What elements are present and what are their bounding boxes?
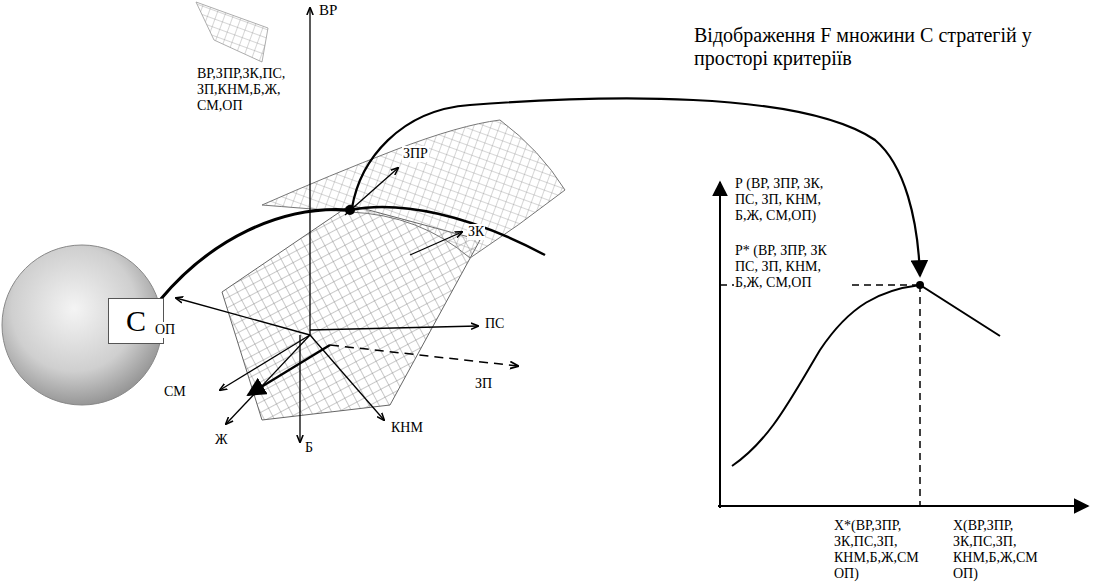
axis: [248, 345, 330, 395]
node-text: С: [126, 306, 146, 336]
optimum-value-label: Р* (ВР, ЗПР, ЗК ПС, ЗП, КНМ, Б,Ж, СМ,ОП: [734, 243, 848, 291]
y-axis: [719, 182, 721, 508]
optimum-argument-label: X*(ВР,ЗПР, ЗК,ПС,ЗП, КНМ,Б,Ж,СМ ОП): [833, 518, 931, 582]
criteria-list: ВР,ЗПР,ЗК,ПС, ЗП,КНМ,Б,Ж, СМ,ОП: [196, 66, 306, 114]
axis: [309, 8, 310, 335]
axis-label: СМ: [163, 384, 187, 400]
strategy-set-circle: [2, 245, 162, 405]
surface-curve: [350, 207, 545, 255]
axis: [310, 335, 384, 420]
y-axis-label: Р (ВР, ЗПР, ЗК, ПС, ЗП, КНМ, Б,Ж, СМ,ОП): [734, 176, 848, 224]
x-axis-label: X(ВР,ЗПР, ЗК,ПС,ЗП, КНМ,Б,Ж,СМ ОП): [952, 518, 1046, 582]
axis: [310, 326, 478, 330]
axis: [330, 345, 518, 366]
axis-label: ВР: [318, 2, 338, 19]
axis-label: Ж: [214, 432, 229, 448]
axis: [410, 232, 462, 255]
optimum-point: [916, 281, 924, 289]
title-note: Відображення F множини С стратегій у про…: [694, 24, 1104, 70]
mesh-surface: [262, 120, 565, 258]
mesh-surface: [196, 2, 268, 62]
guide-line: [919, 285, 921, 506]
mapping-curve: [160, 210, 350, 300]
axis-label: ПС: [484, 316, 505, 332]
x-axis: [718, 505, 1088, 507]
axis: [176, 298, 310, 335]
axis: [299, 335, 300, 442]
axis-label: ЗПР: [402, 146, 429, 162]
axis: [226, 335, 310, 424]
axis: [220, 335, 310, 390]
criterion-curve: [732, 285, 1000, 466]
axis-label: ЗП: [474, 376, 493, 392]
axis-label: Б: [304, 440, 314, 456]
axis-label: ЗК: [467, 224, 485, 240]
axis-label: ОП: [154, 322, 176, 338]
axis-label: КНМ: [390, 420, 424, 436]
point: [345, 205, 355, 215]
